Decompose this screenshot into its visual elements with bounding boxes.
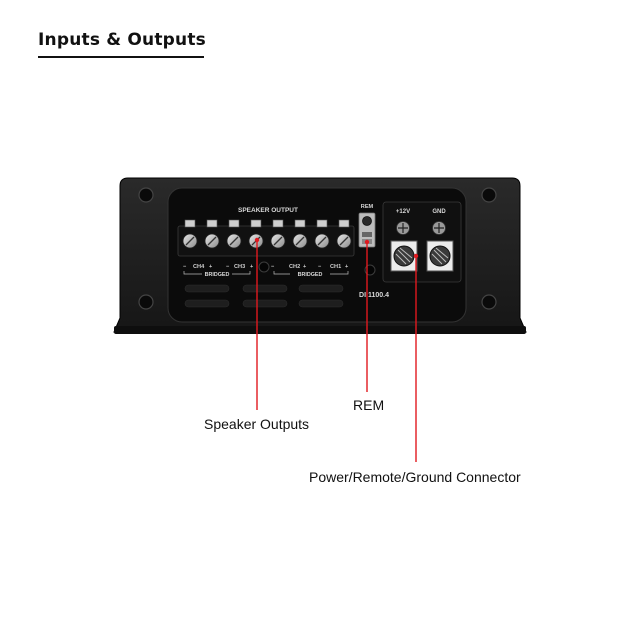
terminal-screw-slot bbox=[185, 236, 195, 246]
terminal-clamp bbox=[184, 219, 196, 228]
title-block: Inputs & Outputs bbox=[38, 30, 206, 58]
terminal-clamp bbox=[294, 219, 306, 228]
bridged-bracket-left-end bbox=[232, 271, 251, 275]
corner-screws bbox=[138, 187, 497, 310]
callout-dot-speaker-outputs bbox=[254, 237, 260, 243]
vent-slots bbox=[184, 284, 344, 308]
bridged-label-left: BRIDGED bbox=[205, 272, 230, 278]
ch3-minus-label: − bbox=[226, 264, 230, 270]
ch4-label: CH4 bbox=[193, 264, 205, 270]
title-underline bbox=[38, 56, 204, 58]
power-top-screws bbox=[396, 221, 446, 235]
chassis-base bbox=[114, 326, 526, 334]
terminal-screw-slot bbox=[207, 236, 217, 246]
terminal-clamp bbox=[272, 219, 284, 228]
callout-speaker-outputs: Speaker Outputs bbox=[204, 416, 310, 432]
callout-dots bbox=[254, 237, 419, 259]
callout-dot-power-connector bbox=[413, 253, 419, 259]
panel-screw-icon bbox=[258, 261, 270, 273]
bridged-bracket-right-end bbox=[330, 271, 349, 275]
ch3-plus-label: + bbox=[250, 264, 254, 270]
terminal-clamp bbox=[250, 219, 262, 228]
gnd-label: GND bbox=[432, 209, 446, 215]
terminal-clamp bbox=[228, 219, 240, 228]
ch4-plus-label: + bbox=[209, 264, 213, 270]
rem-wire-slot bbox=[362, 232, 372, 237]
power-wire-ports bbox=[390, 240, 454, 272]
speaker-terminal-block bbox=[177, 225, 355, 257]
callout-rem: REM bbox=[353, 397, 385, 413]
speaker-output-label: SPEAKER OUTPUT bbox=[238, 207, 298, 214]
terminal-screw-slot bbox=[273, 236, 283, 246]
terminal-screw-slot bbox=[317, 236, 327, 246]
model-label: DII1100.4 bbox=[359, 292, 389, 299]
ch2-plus-label: + bbox=[303, 264, 307, 270]
callout-lines bbox=[256, 240, 417, 462]
screw-icon bbox=[481, 294, 497, 310]
bridged-bracket-right bbox=[273, 271, 290, 275]
bridged-bracket-left bbox=[183, 271, 202, 275]
ch2-label: CH2 bbox=[289, 264, 300, 270]
callout-power-connector: Power/Remote/Ground Connector bbox=[309, 469, 521, 485]
page-title: Inputs & Outputs bbox=[38, 30, 207, 50]
rem-label: REM bbox=[361, 204, 374, 210]
ch1-plus-label: + bbox=[345, 264, 349, 270]
ch4-minus-label: − bbox=[183, 264, 187, 270]
terminal-screw-slot bbox=[339, 236, 349, 246]
ch1-minus-label: − bbox=[318, 264, 322, 270]
bridged-label-right: BRIDGED bbox=[298, 272, 323, 278]
callout-dot-rem bbox=[364, 239, 370, 245]
terminal-clamp bbox=[338, 219, 350, 228]
speaker-terminal-screws bbox=[182, 219, 352, 249]
terminal-screw-slot bbox=[229, 236, 239, 246]
ch2-minus-label: − bbox=[271, 264, 275, 270]
ch3-label: CH3 bbox=[234, 264, 245, 270]
ch1-label: CH1 bbox=[330, 264, 341, 270]
plus12v-label: +12V bbox=[396, 209, 410, 215]
rem-screw-icon bbox=[362, 216, 372, 226]
screw-icon bbox=[138, 187, 154, 203]
screw-icon bbox=[138, 294, 154, 310]
terminal-screw-slot bbox=[295, 236, 305, 246]
terminal-clamp bbox=[316, 219, 328, 228]
terminal-clamp bbox=[206, 219, 218, 228]
screw-icon bbox=[481, 187, 497, 203]
